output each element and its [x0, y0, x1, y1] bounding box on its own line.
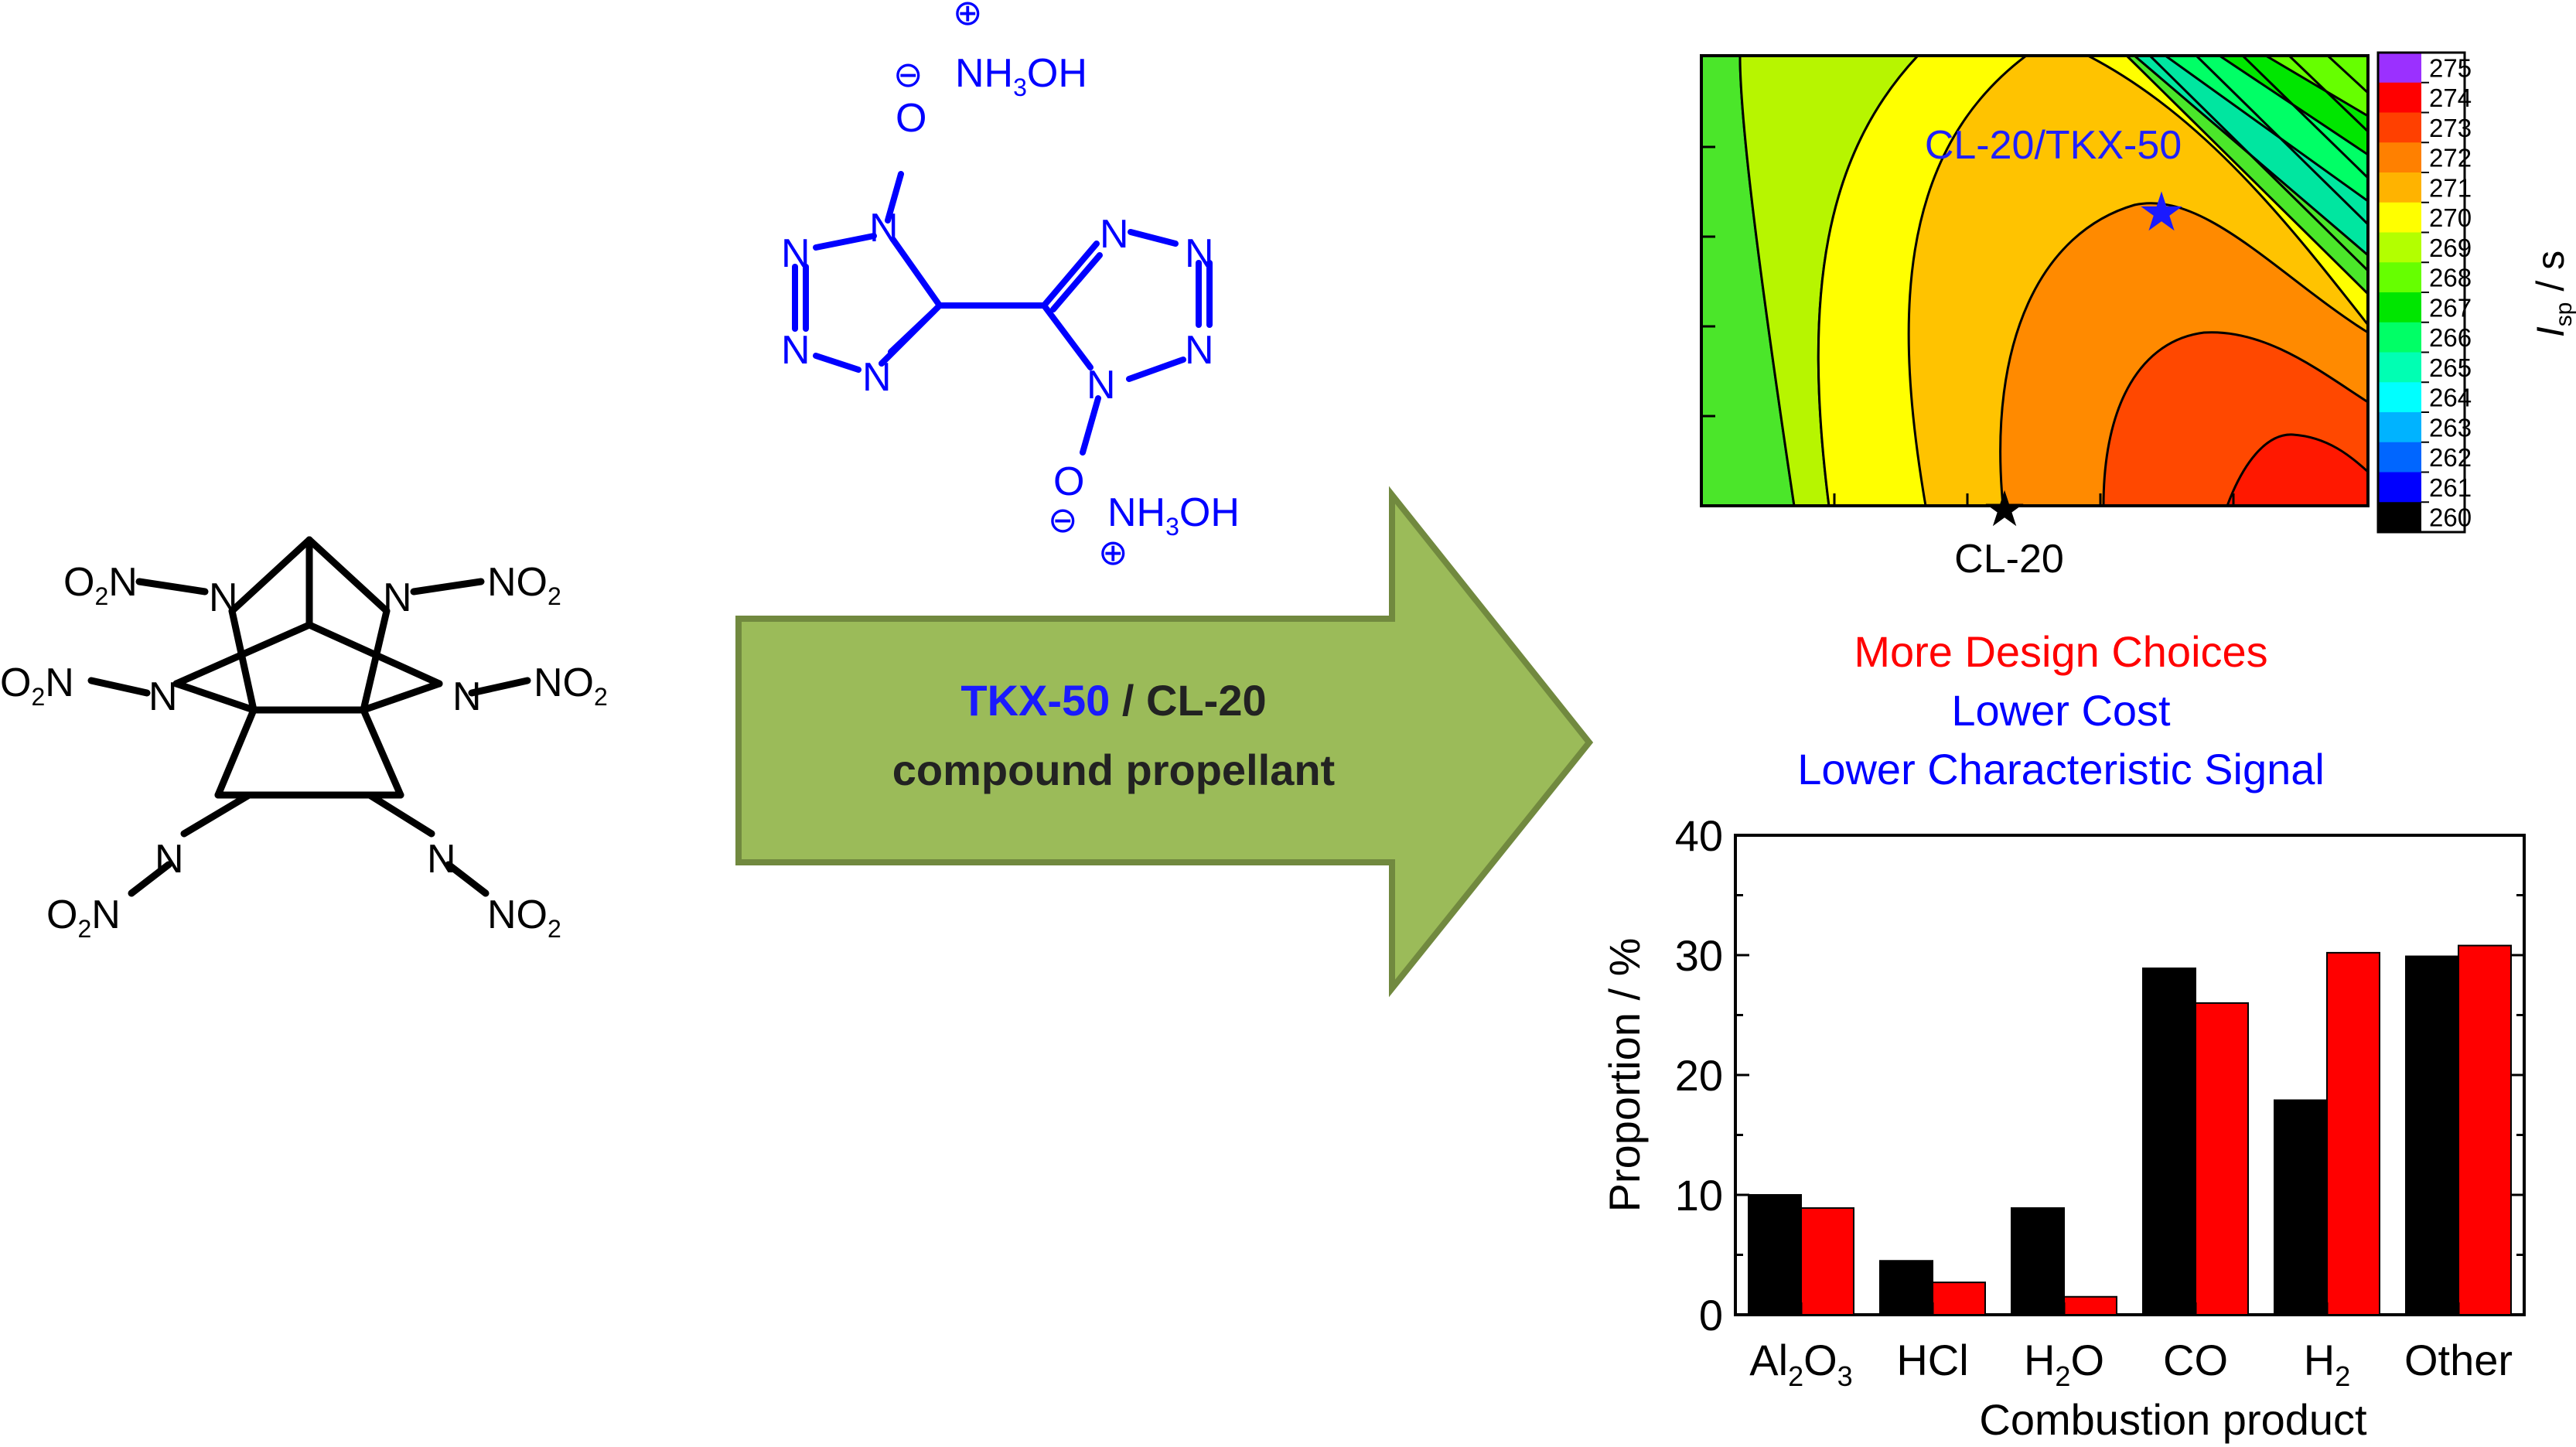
colorbar-swatch: [2378, 53, 2421, 84]
arrow-label-line1: TKX-50 / CL-20: [960, 676, 1266, 725]
colorbar-swatch: [2378, 442, 2421, 473]
x-tick-label: HCl: [1896, 1336, 1968, 1384]
cl20-structure: [87, 536, 531, 897]
bar: [1879, 1260, 1933, 1316]
black-star-marker: ★: [1982, 481, 2026, 537]
x-tick-label: CO: [2163, 1336, 2228, 1384]
colorbar-swatch: [2378, 202, 2421, 233]
colorbar-swatch: [2378, 262, 2421, 293]
colorbar-swatch: [2378, 232, 2421, 263]
x-tick-label: H2: [2304, 1336, 2350, 1392]
colorbar-swatch: [2378, 292, 2421, 323]
isp-contour-plot: CL-20/TKX-50 ★ ★ CL-20 27527427327227127…: [1700, 51, 2576, 582]
x-axis-label: Combustion product: [1979, 1395, 2367, 1444]
cl20-n-tr: N: [383, 575, 412, 620]
bar: [2011, 1207, 2065, 1316]
colorbar-swatch: [2378, 82, 2421, 113]
y-tick-label: 30: [1675, 931, 1723, 980]
colorbar-swatch: [2378, 322, 2421, 353]
tkx50-plus-top: ⊕: [953, 0, 983, 32]
cl20-tkx50-marker-label: CL-20/TKX-50: [1925, 123, 2182, 168]
colorbar-swatch: [2378, 112, 2421, 143]
cl20-n-br: N: [427, 837, 456, 882]
cl20-n-tl: N: [209, 575, 238, 620]
bar: [1800, 1207, 1854, 1316]
tkx50-n3: N: [781, 328, 810, 373]
y-tick-label: 0: [1699, 1291, 1723, 1339]
colorbar-swatch: [2378, 172, 2421, 203]
process-arrow: TKX-50 / CL-20 compound propellant: [735, 486, 1594, 998]
tkx50-n6: N: [1185, 231, 1214, 276]
y-axis: 0 10 20 30 40: [1675, 811, 2524, 1339]
cl20-n-mr: N: [452, 674, 482, 719]
tkx50-minus-bottom: ⊖: [1048, 500, 1078, 540]
colorbar-swatch: [2378, 352, 2421, 383]
cl20-n-bl: N: [155, 837, 184, 882]
x-tick-label: Other: [2404, 1336, 2513, 1384]
tkx50-o-top: O: [896, 96, 926, 141]
benefit-lower-signal: Lower Characteristic Signal: [1797, 745, 2325, 793]
blue-star-marker: ★: [2138, 182, 2186, 242]
colorbar-swatch: [2378, 382, 2421, 413]
y-tick-label: 10: [1675, 1171, 1723, 1220]
y-tick-label: 40: [1675, 811, 1723, 860]
cl20-o2n-mid-left: O2N: [0, 660, 74, 711]
bar: [1748, 1194, 1802, 1316]
tkx50-nh3oh-bottom: NH3OH: [1107, 490, 1240, 541]
tkx50-plus-bottom: ⊕: [1098, 532, 1128, 572]
bar: [2142, 968, 2196, 1316]
x-axis: Al2O3 HCl H2O CO H2 Other: [1749, 1302, 2513, 1392]
bar: [2063, 1295, 2117, 1316]
bar: [2274, 1099, 2328, 1316]
bar: [2195, 1002, 2249, 1316]
bar: [1932, 1281, 1986, 1316]
benefit-lower-cost: Lower Cost: [1951, 686, 2171, 735]
combustion-product-chart: 0 10 20 30 40 Al2O3 HCl H2O CO H2 Other Proportio…: [1600, 811, 2526, 1444]
cl20-no2-mid-right: NO2: [534, 660, 608, 711]
bar: [2326, 951, 2380, 1316]
tkx50-nh3oh-top: NH3OH: [955, 51, 1087, 101]
colorbar-swatch: [2378, 472, 2421, 503]
contour-regions: [1701, 56, 2368, 506]
bars: [1748, 944, 2512, 1316]
arrow-label-line2: compound propellant: [892, 746, 1335, 794]
cl20-o2n-top-left: O2N: [63, 560, 138, 610]
tkx50-n2: N: [781, 231, 810, 276]
cl20-marker-label: CL-20: [1954, 537, 2064, 582]
contour-frame: [1700, 54, 2370, 507]
tkx50-labels: ⊕ ⊖ NH3OH O N N N N N N N N O ⊖ NH3OH ⊕: [781, 0, 1240, 572]
bar: [2458, 944, 2512, 1316]
tkx50-n5: N: [1100, 212, 1129, 257]
cl20-o2n-bottom-left: O2N: [46, 892, 121, 943]
cl20-n-ml: N: [148, 674, 178, 719]
isp-axis-label: Isp / s: [2529, 251, 2576, 337]
tkx50-n8: N: [1087, 363, 1116, 408]
x-tick-label: H2O: [2024, 1336, 2104, 1392]
colorbar-swatch: [2378, 142, 2421, 173]
tkx50-o-bottom: O: [1053, 459, 1084, 504]
isp-colorbar: 2752742732722712702692682672662652642632…: [2378, 53, 2472, 533]
colorbar-swatch: [2378, 502, 2421, 533]
y-axis-label: Proportion / %: [1600, 938, 1649, 1213]
colorbar-swatch: [2378, 412, 2421, 443]
contour-ticks: [1701, 145, 2235, 506]
cl20-no2-top-right: NO2: [487, 560, 561, 610]
bar: [2405, 955, 2459, 1316]
tkx50-n7: N: [1185, 328, 1214, 373]
tkx50-minus-top: ⊖: [893, 54, 923, 94]
colorbar-frame: [2376, 51, 2466, 534]
cl20-labels: N N N N N N O2N NO2 O2N NO2 O2N NO2: [0, 560, 608, 943]
benefits-list: More Design Choices Lower Cost Lower Cha…: [1797, 627, 2325, 793]
benefit-design-choices: More Design Choices: [1854, 627, 2267, 676]
cl20-no2-bottom-right: NO2: [487, 892, 561, 943]
tkx50-structure: [792, 171, 1213, 456]
arrow-shape: [735, 486, 1594, 998]
tkx50-n4: N: [862, 355, 892, 400]
tkx50-n1: N: [869, 206, 899, 251]
y-tick-label: 20: [1675, 1051, 1723, 1100]
x-tick-label: Al2O3: [1749, 1336, 1852, 1392]
